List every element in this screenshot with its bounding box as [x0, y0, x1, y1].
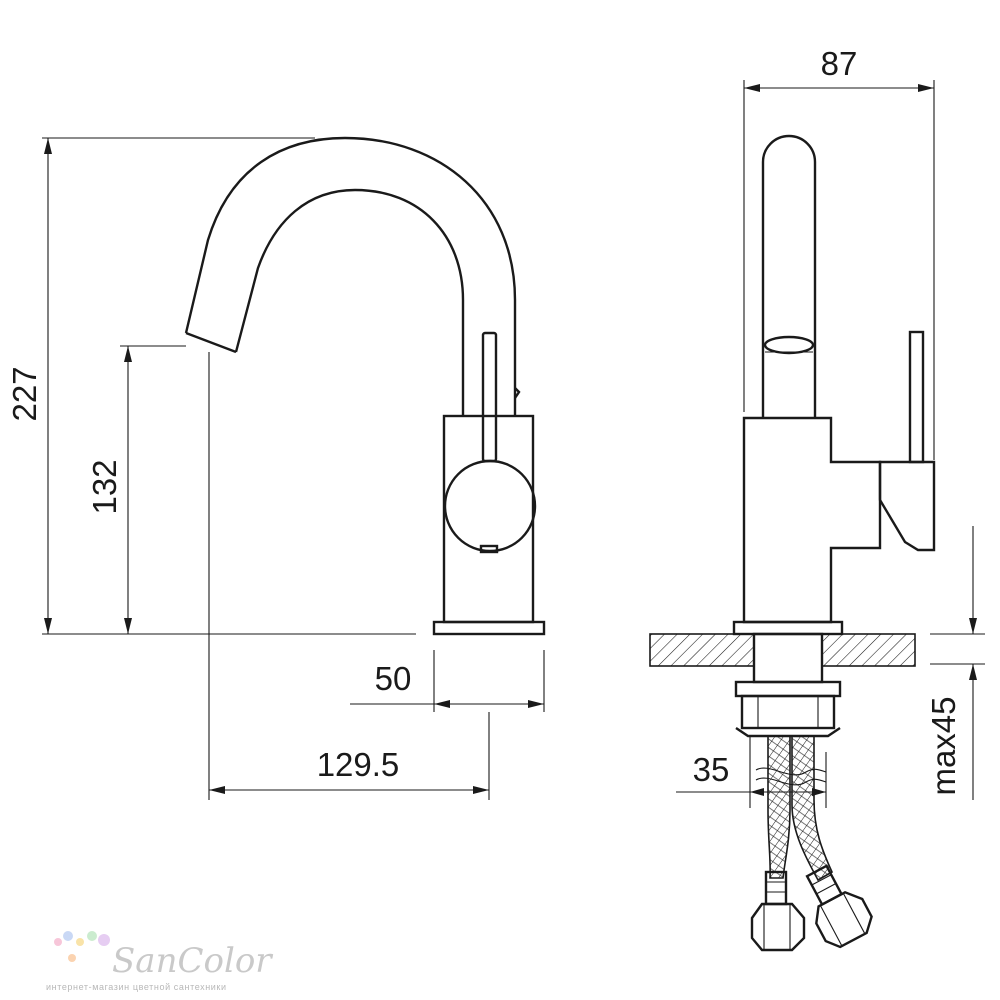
nut-face: [819, 905, 843, 947]
watermark-subtitle: интернет-магазин цветной сантехники: [46, 982, 227, 992]
side-spout-tube: [761, 134, 817, 418]
side-handle-lever: [908, 330, 925, 464]
dim-base-width: 50: [375, 660, 412, 697]
break-mark-bottom: [755, 777, 827, 786]
front-base-plate: [432, 620, 546, 636]
dim-body-width: 87: [821, 45, 858, 82]
ferrule-ring: [816, 883, 837, 895]
spout-tip: [185, 331, 237, 354]
watermark-dot: [54, 938, 62, 946]
dim-max-thickness: max45: [925, 696, 962, 795]
watermark-brand: SanColor: [112, 941, 273, 981]
dim-spout-height: 132: [86, 459, 123, 514]
countertop-right: [821, 633, 916, 667]
spout-outer: [184, 136, 517, 416]
side-view: 87: [649, 45, 985, 952]
front-body: [442, 414, 535, 624]
side-base-plate: [732, 620, 844, 636]
side-shank: [752, 632, 824, 684]
fixing-nut: [740, 694, 836, 730]
watermark-dot: [63, 931, 73, 941]
spout-inner: [234, 188, 465, 416]
dim-hole-diameter: 35: [693, 751, 730, 788]
spout-nub: [514, 387, 521, 399]
watermark-dot: [98, 934, 110, 946]
ferrule-ring: [811, 874, 832, 886]
front-handle-screw: [479, 544, 499, 554]
countertop-left: [649, 633, 755, 667]
side-handle-housing: [878, 460, 936, 552]
hose-right: [791, 735, 834, 882]
dim-arrows-max45: [969, 618, 977, 680]
watermark: SanColor интернет-магазин цветной сантех…: [46, 931, 273, 992]
hose-left: [767, 735, 791, 879]
side-body: [742, 416, 882, 624]
watermark-dot: [76, 938, 84, 946]
front-handle-knob: [443, 459, 537, 553]
nut-bottom: [735, 727, 841, 738]
nut-face: [842, 892, 866, 935]
fixing-washer: [734, 680, 842, 698]
hose-right-fitting: [805, 864, 873, 949]
break-mark-top: [755, 767, 827, 776]
hose-left-nut: [750, 902, 806, 952]
front-handle-lever: [481, 331, 498, 463]
watermark-dot: [68, 954, 76, 962]
side-aerator: [763, 335, 815, 355]
dim-total-height: 227: [6, 366, 43, 421]
hose-right-nut: [815, 890, 873, 949]
dim-reach: 129.5: [317, 746, 400, 783]
front-view: 227 132 50 129.5: [6, 136, 546, 800]
watermark-dot: [87, 931, 97, 941]
